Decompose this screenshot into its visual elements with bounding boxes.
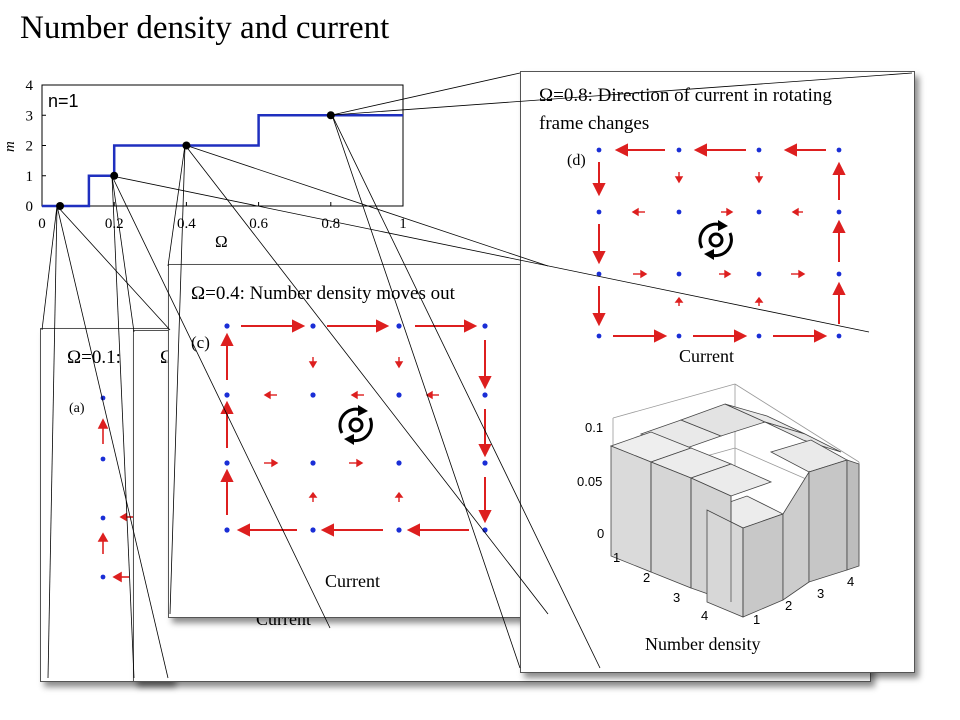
step-line	[42, 114, 403, 208]
y-tick-label-3: 3	[26, 108, 34, 124]
y-tick-1: 1	[613, 550, 620, 565]
y-tick-label-2: 2	[26, 139, 34, 155]
y-tick-label-4: 4	[26, 78, 34, 94]
legend-label: n=1	[48, 91, 79, 111]
x-tick-3: 3	[817, 586, 824, 601]
plot-marker-1	[110, 171, 119, 180]
panel-d-bar-footer: Number density	[645, 634, 761, 654]
panel-c: Ω=0.4: Number density moves out (c)	[168, 264, 550, 618]
rotation-icon	[338, 405, 373, 445]
panel-d: Ω=0.8: Direction of current in rotating …	[520, 71, 915, 673]
plot-marker-0	[56, 202, 65, 210]
panel-d-density-chart: 0.1 0.05 0 1 2 3 4 1 2 3 4	[577, 383, 860, 627]
panel-d-footer: Current	[679, 346, 734, 366]
x-tick-label-0: 0	[38, 216, 46, 232]
x-tick-label-3: 0.6	[249, 216, 268, 232]
panel-c-footer: Current	[325, 571, 380, 591]
plot-marker-2	[182, 141, 191, 150]
z-tick-0.05: 0.05	[577, 474, 602, 489]
x-axis-label: Ω	[215, 232, 228, 251]
x-tick-label-2: 0.4	[177, 216, 196, 232]
plot-marker-3	[326, 111, 335, 120]
page-title: Number density and current	[20, 10, 390, 46]
x-tick-1: 1	[753, 612, 760, 627]
x-tick-label-1: 0.2	[105, 216, 124, 232]
x-tick-2: 2	[785, 598, 792, 613]
y-tick-label-0: 0	[26, 199, 34, 215]
x-tick-label-5: 1	[399, 216, 407, 232]
y-axis-label: m	[2, 141, 18, 152]
x-tick-4: 4	[847, 574, 854, 589]
y-tick-3: 3	[673, 590, 680, 605]
x-tick-label-4: 0.8	[321, 216, 340, 232]
y-tick-label-1: 1	[26, 169, 34, 185]
z-tick-0.1: 0.1	[585, 420, 603, 435]
y-tick-4: 4	[701, 608, 708, 623]
panel-c-current-grid	[220, 319, 492, 537]
z-tick-0: 0	[597, 526, 604, 541]
y-tick-2: 2	[643, 570, 650, 585]
